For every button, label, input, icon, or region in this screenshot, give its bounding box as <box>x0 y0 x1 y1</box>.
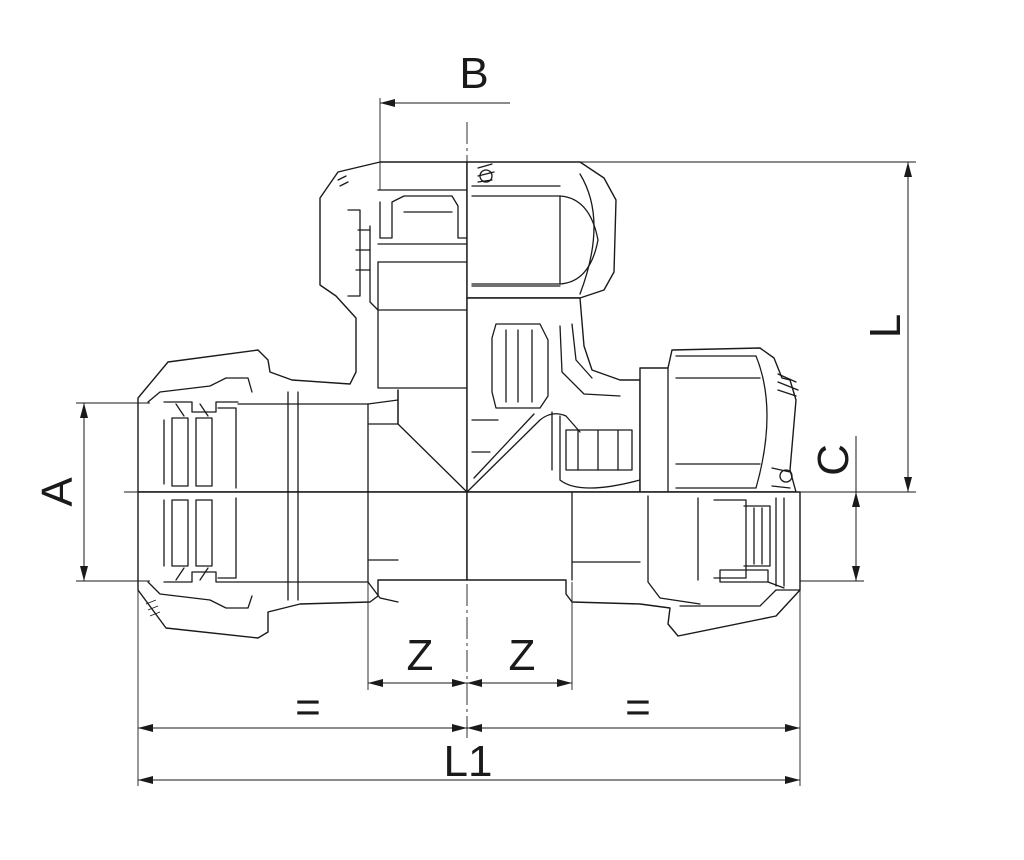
left-nut-knurl <box>145 599 161 617</box>
dimension-labels: A B L C Z Z = = L1 <box>33 49 910 786</box>
top-branch-left-section <box>337 175 468 389</box>
left-collet-upper <box>147 377 253 489</box>
left-lower-shoulder <box>367 399 399 603</box>
left-bore <box>237 403 369 583</box>
label-L: L <box>861 314 910 338</box>
label-Z-right: Z <box>509 631 536 680</box>
right-nut-lower <box>466 491 801 637</box>
label-eq-left: = <box>295 683 321 732</box>
label-C: C <box>809 444 858 476</box>
label-L1: L1 <box>444 737 493 786</box>
center-cone-left <box>397 389 468 493</box>
label-Z-left: Z <box>407 631 434 680</box>
tee-fitting-exterior <box>466 161 801 637</box>
label-B: B <box>459 49 488 98</box>
left-inner-sleeve <box>287 391 299 601</box>
label-eq-right: = <box>625 683 651 732</box>
label-A: A <box>33 477 82 507</box>
dimension-lines <box>76 98 916 786</box>
right-nut-exterior <box>639 347 797 493</box>
left-collet-lower <box>147 497 253 609</box>
tee-fitting-body <box>137 161 468 639</box>
center-lines <box>124 122 912 740</box>
